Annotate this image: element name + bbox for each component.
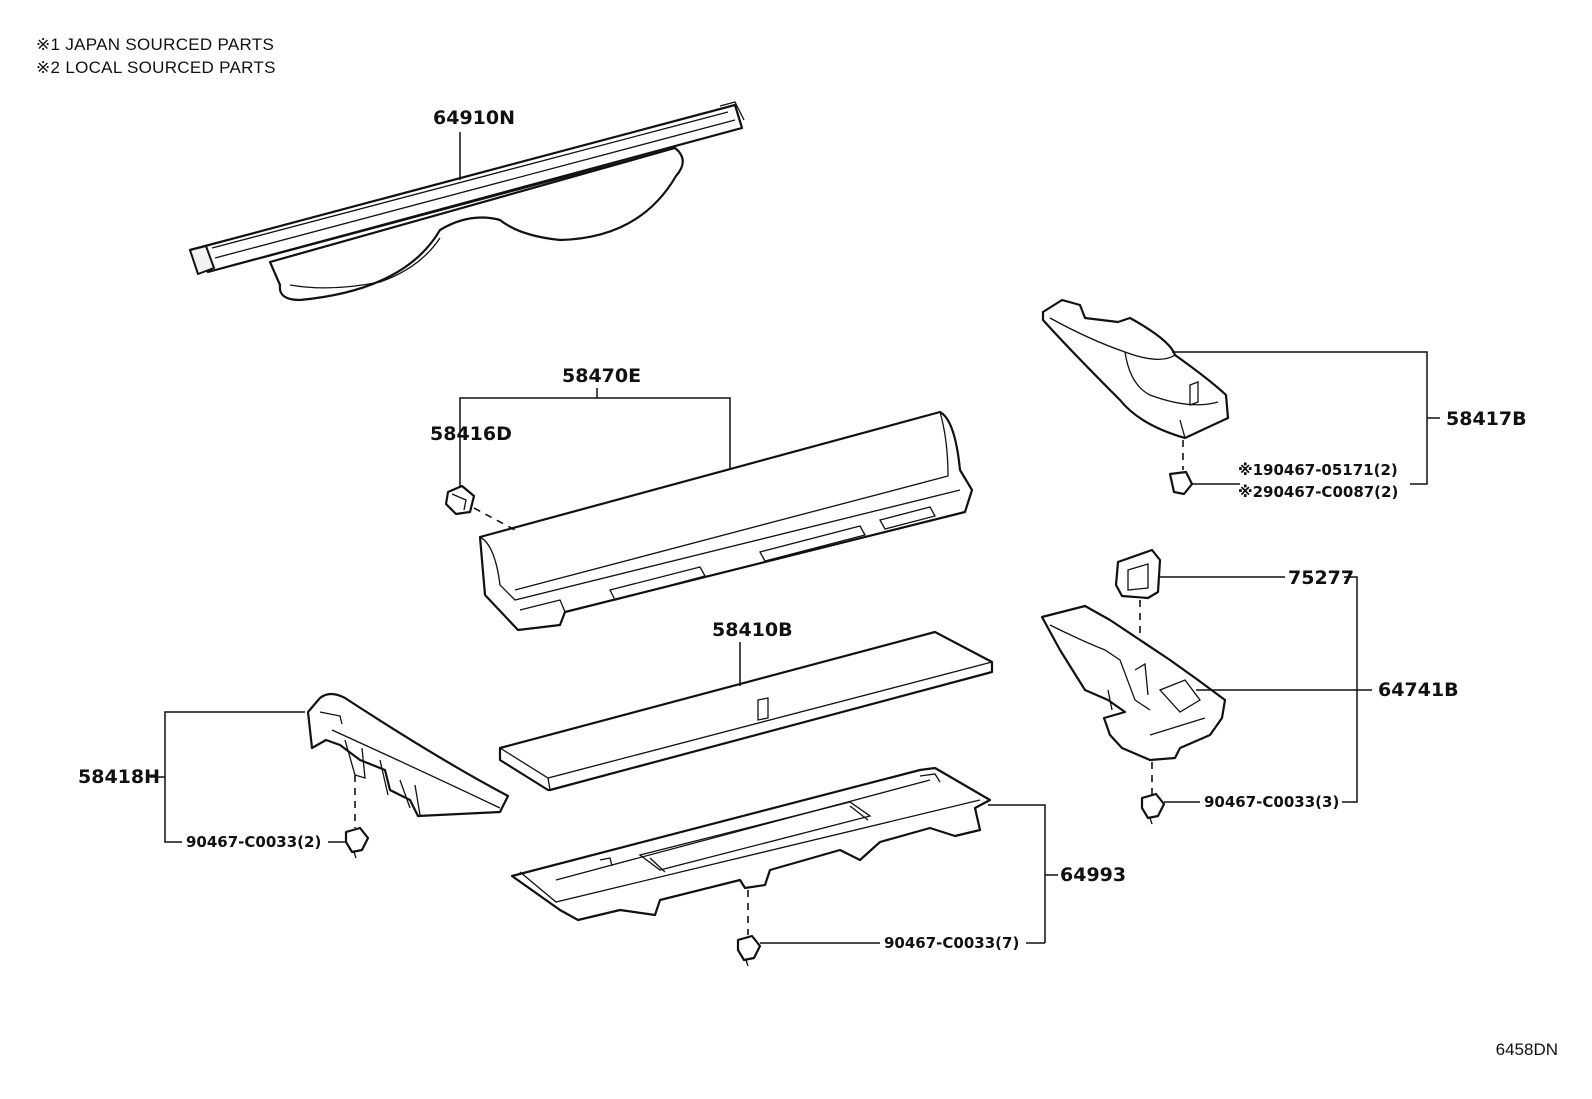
clip-58418H-fastener: [344, 826, 370, 859]
part-label-90467-C0033-7: 90467-C0033(7): [884, 934, 1019, 952]
storage-box-part: [1040, 604, 1227, 762]
deck-board-part: [478, 410, 974, 632]
part-label-58410B: 58410B: [712, 619, 793, 641]
clip-64741B-fastener: [1140, 792, 1166, 825]
clip-64993-fastener: [736, 934, 762, 967]
floor-board-part: [498, 630, 994, 792]
part-label-90467-C0087: ※290467-C0087(2): [1238, 483, 1398, 501]
tonneau-cover-part: [188, 101, 745, 302]
note-japan-sourced: ※1 JAPAN SOURCED PARTS: [36, 35, 275, 54]
diagram-code: 6458DN: [1495, 1040, 1558, 1059]
part-label-58418H: 58418H: [78, 766, 160, 788]
part-label-90467-C0033-3: 90467-C0033(3): [1204, 793, 1339, 811]
part-label-58470E: 58470E: [562, 365, 641, 387]
part-label-58417B: 58417B: [1446, 408, 1527, 430]
part-label-90467-C0033-2: 90467-C0033(2): [186, 833, 321, 851]
side-panel-left-part: [306, 692, 510, 818]
note-local-sourced: ※2 LOCAL SOURCED PARTS: [36, 58, 276, 77]
part-label-90467-05171: ※190467-05171(2): [1238, 461, 1398, 479]
part-label-58416D: 58416D: [430, 423, 512, 445]
clip-58416D-fastener: [444, 484, 476, 516]
luggage-tray-part: [510, 766, 992, 922]
part-label-64910N: 64910N: [433, 107, 515, 129]
side-panel-right-part: [1041, 298, 1230, 440]
cap-75277-part: [1114, 548, 1162, 600]
part-label-64993: 64993: [1060, 864, 1126, 886]
part-label-64741B: 64741B: [1378, 679, 1459, 701]
clip-58417B-fastener: [1168, 470, 1194, 496]
part-label-75277: 75277: [1288, 567, 1354, 589]
